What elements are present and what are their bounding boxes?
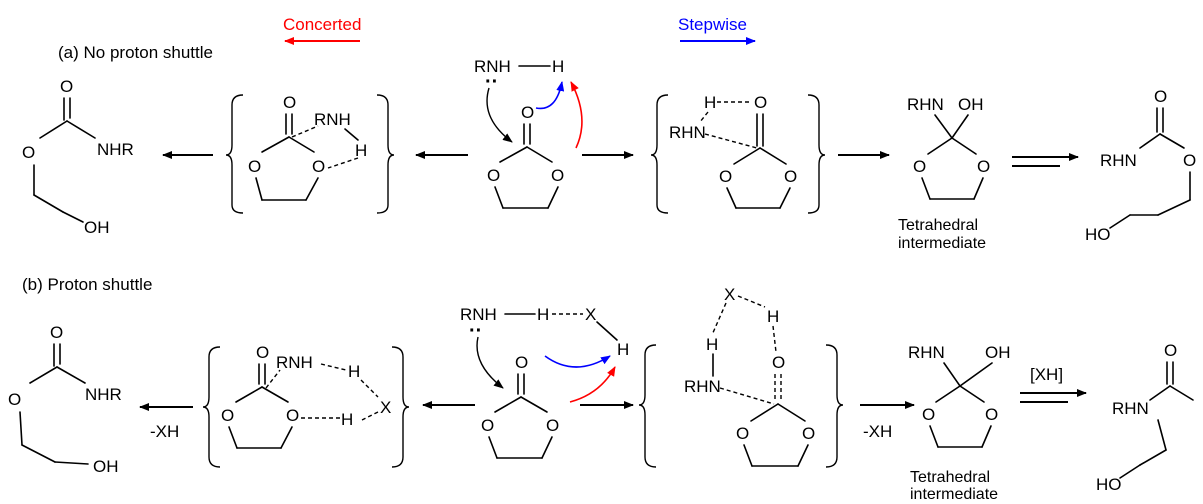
amine-label: RNH (474, 57, 511, 76)
arrow-b-to-product-right (1020, 389, 1087, 403)
product-oh-label: OH (93, 457, 119, 476)
amine-label: RNH (460, 305, 497, 324)
ts-amine-label: RNH (276, 353, 313, 372)
intermediate-ring-oxygen-left: O (913, 157, 926, 176)
panel-a-product-right: O RHN O HO (1085, 87, 1196, 244)
concerted-arrow-b (569, 366, 616, 403)
ts-stepwise-ring-oxygen-left: O (736, 424, 749, 443)
stepwise-arrow-a (535, 81, 565, 110)
ts-carbonyl-oxygen: O (256, 343, 269, 362)
ts-ring-oxygen-left: O (221, 406, 234, 425)
carbonyl-oxygen: O (1154, 87, 1167, 106)
ts-stepwise-h2-label: H (706, 335, 718, 354)
ts-stepwise-h1-label: H (767, 307, 779, 326)
amine-h1-label: H (537, 305, 549, 324)
intermediate-rhn-label: RHN (907, 95, 944, 114)
ts-stepwise-h-label: H (704, 93, 716, 112)
byproduct-left-label: -XH (150, 422, 179, 441)
ts-ring-oxygen-left: O (248, 157, 261, 176)
panel-a-reactants: RNH ·· H O O O (474, 57, 583, 209)
ts-ring-oxygen-right: O (286, 406, 299, 425)
byproduct-right-label: -XH (863, 422, 892, 441)
ts-stepwise-ring-oxygen-right: O (802, 424, 815, 443)
direction-legend: Concerted Stepwise (283, 15, 756, 45)
product-rhn-label: RHN (1100, 151, 1137, 170)
intermediate-caption-1: Tetrahedral (910, 469, 990, 486)
lone-pair-attack-arrow (476, 336, 504, 389)
ec-ring-oxygen-left: O (481, 416, 494, 435)
ts-amine-label: RNH (314, 110, 351, 129)
product-ho-label: HO (1085, 225, 1111, 244)
intermediate-caption-2: intermediate (910, 486, 998, 503)
ec-carbonyl-oxygen: O (515, 353, 528, 372)
ec-carbonyl-oxygen: O (521, 103, 534, 122)
ester-oxygen: O (22, 143, 35, 162)
ts-stepwise-amine-label: RHN (684, 377, 721, 396)
panel-b-title: (b) Proton shuttle (22, 275, 152, 294)
concerted-arrow-a (570, 81, 583, 149)
panel-a: (a) No proton shuttle O NHR O OH O O (22, 43, 1196, 252)
lone-pair-attack-arrow (486, 87, 513, 143)
product-ho-label: HO (1096, 475, 1122, 494)
panel-a-product-left: O NHR O OH (22, 77, 134, 237)
carbonyl-oxygen: O (60, 77, 73, 96)
ts-stepwise-carbonyl-oxygen: O (754, 93, 767, 112)
amine-h2-label: H (617, 340, 629, 359)
ts-stepwise-x-label: X (724, 285, 735, 304)
ts-stepwise-ring-oxygen-left: O (719, 167, 732, 186)
ester-oxygen: O (1183, 151, 1196, 170)
intermediate-caption-1: Tetrahedral (898, 217, 978, 234)
intermediate-rhn-label: RHN (908, 343, 945, 362)
ts-stepwise-amine-label: RHN (669, 123, 706, 142)
panel-b-product-right: O RHN HO (1096, 341, 1194, 494)
panel-b-product-left: O NHR O OH (8, 323, 122, 476)
ester-oxygen: O (8, 390, 21, 409)
ec-ring-oxygen-right: O (546, 416, 559, 435)
ts-x-label: X (380, 398, 391, 417)
panel-b: (b) Proton shuttle O NHR O OH -XH O (8, 275, 1194, 503)
panel-a-ts-stepwise: H O RHN O O (650, 93, 826, 214)
product-oh-label: OH (84, 218, 110, 237)
panel-a-title: (a) No proton shuttle (58, 43, 213, 62)
ts-h2-label: H (341, 410, 353, 429)
product-nhr-label: NHR (97, 140, 134, 159)
ts-stepwise-carbonyl-oxygen: O (772, 353, 785, 372)
amine-lone-pair: ·· (469, 320, 482, 342)
ts-h1-label: H (348, 362, 360, 381)
intermediate-caption-2: intermediate (898, 235, 986, 252)
amine-lone-pair: ·· (485, 71, 498, 93)
catalyst-label: [XH] (1030, 365, 1063, 384)
amine-h-label: H (552, 57, 564, 76)
carbonyl-oxygen: O (50, 323, 63, 342)
x-label: X (585, 305, 596, 324)
ts-ring-oxygen-right: O (312, 157, 325, 176)
panel-a-intermediate: RHN OH O O Tetrahedral intermediate (898, 95, 990, 252)
panel-b-ts-concerted: O O O RNH H X H (202, 343, 410, 468)
stepwise-label: Stepwise (678, 15, 747, 34)
panel-b-ts-stepwise: X H H O RHN O O (638, 285, 844, 468)
intermediate-oh-label: OH (958, 95, 984, 114)
intermediate-oh-label: OH (985, 343, 1011, 362)
product-nhr-label: NHR (85, 385, 122, 404)
panel-a-ts-concerted: O O O RNH H (225, 93, 395, 214)
intermediate-ring-oxygen-right: O (985, 405, 998, 424)
ec-ring-oxygen-right: O (551, 166, 564, 185)
ts-h-label: H (355, 141, 367, 160)
intermediate-ring-oxygen-right: O (977, 157, 990, 176)
panel-b-reactants: RNH ·· H X H O O O (460, 305, 629, 459)
ts-carbonyl-oxygen: O (283, 93, 296, 112)
intermediate-ring-oxygen-left: O (922, 405, 935, 424)
concerted-label: Concerted (283, 15, 361, 34)
carbonyl-oxygen: O (1164, 341, 1177, 360)
product-rhn-label: RHN (1112, 399, 1149, 418)
arrow-a-to-product-right (1012, 153, 1079, 167)
stepwise-arrow-b (544, 355, 611, 368)
ec-ring-oxygen-left: O (487, 166, 500, 185)
ts-stepwise-ring-oxygen-right: O (784, 167, 797, 186)
panel-b-intermediate: RHN OH O O Tetrahedral intermediate (908, 343, 1011, 503)
